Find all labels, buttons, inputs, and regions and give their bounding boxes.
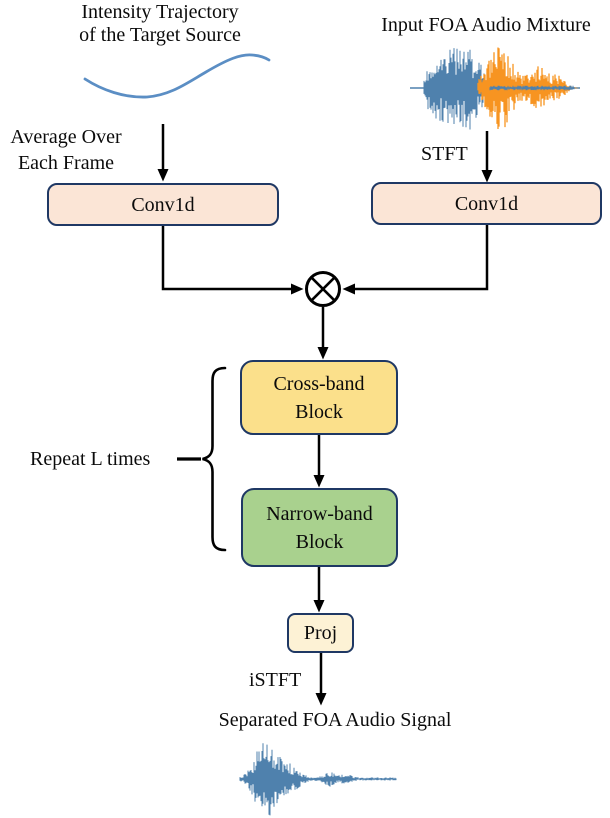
cross-band-line2: Block	[295, 400, 343, 423]
arrow-convleft-to-multiply	[161, 226, 304, 295]
repeat-brace	[177, 366, 227, 552]
cross-band-line1: Cross-band	[273, 372, 365, 395]
conv1d-right-box: Conv1d	[371, 182, 602, 225]
foa-mixture-waveform	[410, 47, 580, 130]
cross-band-block: Cross-band Block	[240, 360, 398, 435]
proj-block: Proj	[287, 613, 354, 653]
arrow-convright-to-multiply	[342, 225, 489, 295]
left-branch-title-line2: of the Target Source	[79, 24, 241, 46]
average-over-line2: Each Frame	[17, 152, 115, 174]
output-title-text: Separated FOA Audio Signal	[218, 709, 452, 731]
repeat-label: Repeat L times	[30, 448, 151, 470]
proj-label: Proj	[303, 622, 338, 644]
narrow-band-line2: Block	[295, 530, 344, 553]
output-title: Separated FOA Audio Signal	[178, 709, 492, 732]
average-over-line1: Average Over	[10, 126, 122, 148]
narrow-band-block: Narrow-band Block	[241, 488, 398, 567]
narrow-band-line1: Narrow-band	[266, 502, 373, 525]
left-branch-title-line1: Intensity Trajectory	[81, 1, 239, 23]
conv1d-right-label: Conv1d	[454, 192, 519, 215]
multiply-icon	[305, 271, 341, 307]
left-branch-title: Intensity Trajectory of the Target Sourc…	[36, 1, 284, 47]
separated-audio-waveform	[239, 743, 397, 816]
istft-label: iSTFT	[249, 669, 302, 691]
average-over-label: Average Over Each Frame	[0, 124, 132, 176]
conv1d-left-box: Conv1d	[47, 183, 279, 226]
stft-label: STFT	[421, 143, 468, 165]
conv1d-left-label: Conv1d	[131, 193, 195, 216]
intensity-trajectory-curve	[83, 53, 271, 99]
right-branch-title: Input FOA Audio Mixture	[362, 14, 610, 37]
right-branch-title-text: Input FOA Audio Mixture	[381, 14, 591, 36]
